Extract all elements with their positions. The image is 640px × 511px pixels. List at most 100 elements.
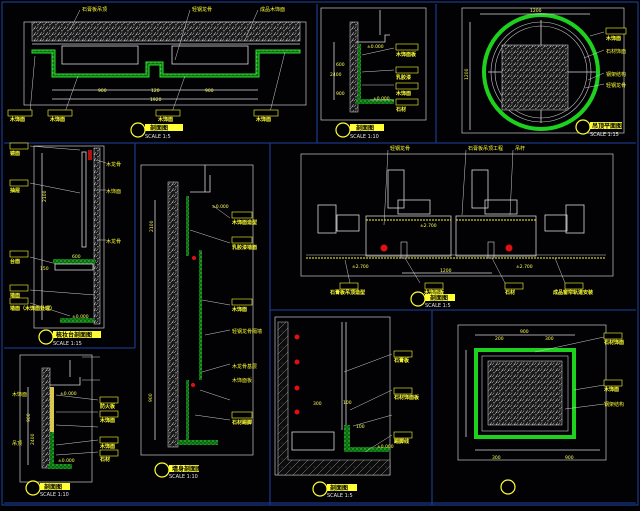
svg-text:木饰面: 木饰面 bbox=[605, 35, 621, 42]
anchor-bolt-icon bbox=[294, 359, 300, 365]
material-tag: 木饰面 bbox=[47, 109, 73, 123]
fixing-mark-icon bbox=[192, 256, 196, 260]
title-block: 墙身剖面图 SCALE 1:10 bbox=[154, 462, 202, 480]
panel-dressing-table-section[interactable]: 2100 600 150 ±0.000 木龙骨 木饰面 木龙骨 镜面 抽屉 台面… bbox=[9, 142, 121, 347]
panel-scale: SCALE 1:15 bbox=[53, 341, 82, 347]
svg-text:石材饰面板: 石材饰面板 bbox=[393, 394, 420, 401]
dim-text: 900 bbox=[98, 88, 107, 94]
dim-text: 2100 bbox=[149, 220, 155, 232]
svg-text:木饰面: 木饰面 bbox=[603, 386, 619, 393]
svg-text:石材: 石材 bbox=[99, 456, 110, 463]
panel-circular-ceiling-plan[interactable]: 1200 1200 木饰面 石材饰面 钢架结构 轻钢龙骨 吊顶平面图 SCALE… bbox=[461, 7, 627, 138]
svg-text:木饰面: 木饰面 bbox=[395, 90, 411, 97]
material-tag: 木饰面 bbox=[7, 109, 33, 123]
dim-text: 2100 bbox=[42, 190, 48, 202]
callout-label: 轻钢龙骨 bbox=[192, 6, 212, 13]
dim-text: 1200 bbox=[440, 268, 452, 274]
callout-label: 木饰面板 bbox=[232, 377, 252, 384]
section-marker-icon bbox=[575, 119, 591, 135]
callout-label: 木龙骨 bbox=[106, 238, 121, 245]
anchor-bolt-icon bbox=[294, 334, 300, 340]
dim-text: 150 bbox=[40, 266, 49, 272]
panel-title: 剖面图 bbox=[430, 294, 448, 302]
elevation-mark: ±0.000 bbox=[58, 458, 75, 464]
anchor-bolt-icon bbox=[294, 385, 300, 391]
callout-label: 吊杆 bbox=[515, 145, 525, 152]
material-tag: 木饰面板 bbox=[423, 282, 445, 296]
material-tag: 成品窗帘轨道安装 bbox=[553, 282, 593, 296]
svg-text:木饰面: 木饰面 bbox=[231, 306, 247, 313]
section-marker-icon bbox=[130, 122, 146, 138]
dim-text: 900 bbox=[520, 329, 529, 335]
section-marker-icon bbox=[312, 481, 328, 497]
dim-text: 300 bbox=[545, 336, 554, 342]
title-block: 梳妆台剖面图 SCALE 1:15 bbox=[38, 329, 101, 347]
material-tag: 木饰面 bbox=[605, 27, 627, 42]
title-block: 剖面图 SCALE 1:5 bbox=[130, 122, 183, 140]
panel-scale: SCALE 1:5 bbox=[327, 493, 353, 499]
panel-wall-section-2[interactable]: 2400 600 900 ±0.000 ±0.000 木饰面板 乳胶漆 木饰面 … bbox=[320, 7, 427, 140]
panel-scale: SCALE 1:10 bbox=[40, 492, 69, 498]
panel-title: 剖面图 bbox=[150, 124, 168, 132]
panel-square-ceiling-plan[interactable]: 900 200 300 300 900 石材饰面 木饰面 钢架结构 bbox=[457, 324, 624, 495]
callout-label: 吊顶 bbox=[12, 441, 22, 447]
material-tag: 墙面（木饰面处理） bbox=[9, 297, 55, 312]
material-tag: 木饰面造型 bbox=[231, 211, 257, 226]
material-tag: 木饰面 bbox=[99, 410, 119, 424]
svg-text:石材: 石材 bbox=[504, 289, 515, 296]
panel-wall-section-3[interactable]: 900 2400 ±0.000 ±0.000 木饰面 吊顶 防火板 木饰面 木饰… bbox=[12, 354, 119, 498]
callout-label: 石材饰面 bbox=[606, 48, 626, 55]
material-tag: 木饰面 bbox=[395, 82, 419, 97]
title-block: 剖面图 SCALE 1:5 bbox=[312, 481, 357, 499]
material-tag: 石材踢脚 bbox=[231, 411, 253, 426]
panel-ceiling-section-1[interactable]: 900 120 900 1920 石膏板吊顶 轻钢龙骨 成品木饰面 木饰面 木饰… bbox=[7, 6, 307, 140]
material-tag: 木饰面 bbox=[603, 379, 623, 393]
panel-tall-wall-section[interactable]: ±0.000 2100 900 木饰面造型 乳胶漆墙面 木饰面 轻钢龙骨隔墙 木… bbox=[140, 164, 262, 480]
section-marker-icon bbox=[500, 479, 516, 495]
callout-label: 石膏板吊顶工程 bbox=[468, 145, 503, 152]
elevation-mark: ±2.700 bbox=[516, 264, 533, 270]
material-tag: 墙面 bbox=[9, 284, 29, 299]
dim-text: 900 bbox=[148, 393, 154, 402]
svg-text:木饰面: 木饰面 bbox=[9, 116, 25, 123]
dim-text: 300 bbox=[492, 455, 501, 461]
panel-skirting-section[interactable]: 300 100 100 ±0.000 石膏板 石材饰面板 踢脚线 剖面图 SCA… bbox=[274, 316, 420, 499]
svg-text:防火板: 防火板 bbox=[100, 403, 116, 410]
material-tag: 台面 bbox=[9, 250, 29, 265]
dim-text: 900 bbox=[26, 413, 32, 422]
callout-label: 钢架结构 bbox=[606, 71, 626, 78]
fixing-mark-icon bbox=[191, 383, 195, 387]
svg-text:木饰面: 木饰面 bbox=[49, 116, 65, 123]
material-tag: 踢脚线 bbox=[393, 431, 413, 445]
callout-label: 木饰面 bbox=[12, 391, 27, 398]
material-tag: 石膏板吊顶造型 bbox=[329, 282, 365, 296]
material-tag: 木饰面板 bbox=[395, 43, 419, 58]
svg-text:木饰面板: 木饰面板 bbox=[395, 51, 417, 58]
svg-text:踢脚线: 踢脚线 bbox=[394, 438, 409, 445]
title-block: 剖面图 SCALE 1:5 bbox=[410, 291, 455, 309]
callout-label: 轻钢龙骨 bbox=[606, 82, 626, 89]
svg-text:木饰面造型: 木饰面造型 bbox=[231, 219, 257, 226]
panel-ceiling-curtain-section[interactable]: ±2.700 ±2.700 1200 ±2.700 轻钢龙骨 石膏板吊顶工程 吊… bbox=[300, 145, 614, 309]
callout-label: 木饰面 bbox=[106, 188, 121, 195]
svg-text:墙面: 墙面 bbox=[10, 292, 20, 299]
title-block: 剖面图 SCALE 1:10 bbox=[335, 122, 384, 140]
svg-text:木饰面: 木饰面 bbox=[99, 417, 115, 424]
section-marker-icon bbox=[335, 122, 351, 138]
svg-text:石膏板: 石膏板 bbox=[393, 357, 410, 364]
svg-text:台面: 台面 bbox=[10, 258, 20, 265]
panel-title: 剖面图 bbox=[330, 484, 348, 492]
panel-scale: SCALE 1:15 bbox=[590, 132, 619, 138]
material-tag: 抽屉 bbox=[9, 179, 29, 194]
panel-scale: SCALE 1:5 bbox=[145, 134, 171, 140]
material-tag: 石材 bbox=[99, 449, 119, 463]
svg-text:木饰面: 木饰面 bbox=[99, 443, 115, 450]
material-tag: 石材 bbox=[504, 282, 524, 296]
dim-text: 1920 bbox=[150, 97, 162, 103]
elevation-mark: ±0.000 bbox=[60, 391, 77, 397]
elevation-mark: ±0.000 bbox=[72, 314, 89, 320]
material-tag: 木饰面 bbox=[155, 109, 181, 123]
elevation-mark: ±0.000 bbox=[367, 44, 384, 50]
curtain-track-icon bbox=[380, 244, 388, 252]
